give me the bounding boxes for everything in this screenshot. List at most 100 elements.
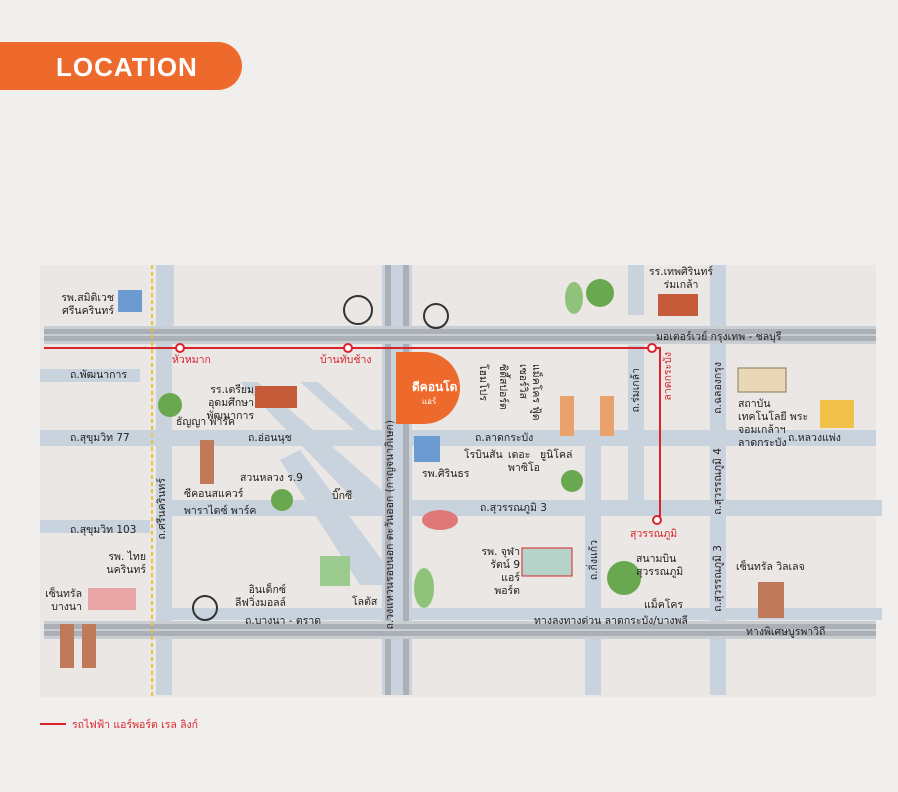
road-diagonal-3 [300, 382, 382, 446]
place-label: รพ. ไทยนครินทร์ [106, 551, 146, 576]
person-icon [600, 396, 614, 436]
road-bangna-frontage [162, 608, 882, 620]
legend-rail-label: รถไฟฟ้า แอร์พอร์ต เรล ลิงก์ [72, 719, 199, 731]
tree-icon [561, 470, 583, 492]
road-label: ถ.กิ่งแก้ว [588, 540, 600, 581]
road-label: ถ.สุขุมวิท 103 [70, 524, 137, 536]
place-label: สวนหลวง ร.9 [240, 472, 303, 484]
project-marker[interactable]: ดีคอนโด แอร์ [396, 352, 460, 424]
road-sukhumvit103 [40, 520, 150, 533]
station-ban-thap-chang-marker [343, 343, 353, 353]
person-icon [758, 582, 784, 618]
project-name: ดีคอนโด [412, 380, 458, 394]
place-label: ธัญญา พาร์ค [176, 416, 236, 428]
tree-icon [565, 282, 583, 314]
place-label: เซ็นทรัล วิลเลจ [736, 561, 805, 573]
tree-icon [414, 568, 434, 608]
road-diagonal-1 [240, 382, 382, 510]
place-label: รร.เทพศิรินทร์ ร่มเกล้า [648, 266, 714, 291]
road-label: ถ.หลวงแพ่ง [788, 432, 841, 444]
road-label: ถ.ลาดกระบัง [475, 432, 534, 444]
road-label: ทางลงทางด่วน ลาดกระบัง/บางพลี [534, 615, 688, 627]
road-label: ถ.ฉลองกรุง [712, 362, 724, 414]
place-label: พาราไดซ์ พาร์ค [184, 505, 257, 517]
school-icon [255, 386, 297, 408]
station-huamak-marker [175, 343, 185, 353]
place-label: รพ. จุฬารัตน์ 9 แอร์พอร์ต [481, 546, 520, 597]
hospital-icon [521, 547, 573, 577]
place-label: สถาบันเทคโนโลยี พระจอมเกล้าฯ ลาดกระบัง [738, 398, 809, 449]
shopping-icon [320, 556, 350, 586]
road-diagonal-2 [280, 450, 382, 585]
road-label: ทางพิเศษบูรพาวิถี [746, 626, 826, 638]
station-label: หัวหมาก [172, 354, 211, 366]
place-label: ยูนิโคล่ [540, 449, 573, 461]
person-icon [560, 396, 574, 436]
station-label: บ้านทับช้าง [320, 354, 372, 366]
place-label: รพ.สมิติเวช ศรีนครินทร์ [61, 292, 114, 317]
school-icon [658, 294, 698, 316]
place-label: แม็คโคร ฟู้ดเซอร์วิส [517, 364, 542, 421]
people-icons [60, 295, 854, 668]
road-chalongkrung [710, 265, 726, 695]
station-suvarnabhumi-marker [652, 515, 662, 525]
project-sub: แอร์ [422, 397, 437, 406]
person-icon [200, 440, 214, 484]
road-label: ถ.พัฒนาการ [70, 369, 128, 381]
bicycle-icon [343, 295, 373, 325]
road-label: ถ.อ่อนนุช [248, 432, 292, 444]
tree-icon [158, 393, 182, 417]
road-label: ถ.บางนา - ตราด [245, 615, 322, 627]
place-label: ซีคอนสแควร์ [184, 488, 244, 500]
road-label: ถ.สุขุมวิท 77 [70, 432, 130, 444]
hospital-icon [118, 290, 142, 312]
place-label: เดอะ พาซิโอ [508, 449, 540, 474]
bicycle-icon [192, 595, 218, 621]
person-icon [60, 624, 74, 668]
tree-icon [586, 279, 614, 307]
road-label: มอเตอร์เวย์ กรุงเทพ - ชลบุรี [656, 331, 782, 343]
location-banner: LOCATION [0, 42, 242, 90]
place-label: แม็คโคร [644, 599, 684, 611]
person-icon [82, 624, 96, 668]
road-label: ถ.สุวรรณภูมิ 3 [480, 502, 547, 514]
scooter-icon [422, 510, 458, 530]
bicycle-icon [423, 303, 449, 329]
person-icon [820, 400, 854, 428]
station-lat-krabang-marker [647, 343, 657, 353]
road-label: ถ.ร่มเกล้า [630, 368, 642, 413]
place-label: ซิตี้สปอร์ต [497, 364, 509, 410]
road-label: ถ.สุวรรณภูมิ 4 [712, 448, 724, 515]
hospital-icon [414, 436, 440, 462]
tree-icon [271, 489, 293, 511]
station-label: ลาดกระบัง [662, 352, 674, 401]
road-romklao [628, 345, 644, 500]
road-srinakarin-north [158, 265, 174, 325]
legend-rail-line [40, 723, 66, 725]
road-phatthanakan [40, 369, 140, 382]
station-label: สุวรรณภูมิ [630, 528, 678, 540]
place-label: โลตัส [352, 596, 378, 608]
place-label: อินเด็กซ์ ลีฟวิ่งมอลล์ [235, 584, 286, 609]
rail-stations [175, 343, 662, 525]
road-label: ถ.สุวรรณภูมิ 3 [712, 545, 724, 612]
place-label: สนามบิน สุวรรณภูมิ [636, 553, 684, 578]
place-label: เซ็นทรัล บางนา [45, 588, 82, 613]
place-label: โรบินสัน [464, 449, 503, 461]
tree-icon [607, 561, 641, 595]
place-label: บิ๊กซี [332, 490, 353, 502]
road-srinakarin [156, 265, 172, 695]
tree-icons [158, 279, 641, 608]
place-label: รพ.ศิรินธร [422, 468, 470, 480]
mall-icon [88, 588, 136, 610]
airport-rail-link [44, 347, 661, 520]
place-label: รร.เตรียมอุดมศึกษา พัฒนาการ [206, 384, 254, 422]
road-label: ถ.วงแหวนรอบนอก ตะวันออก (กาญจนาภิเษก) [384, 420, 396, 630]
road-sukhumvit77-latkrabang [40, 430, 876, 446]
place-label: โฮมโปร [477, 364, 489, 401]
building-icons [88, 290, 787, 610]
university-icon [737, 367, 787, 393]
road-label: ถ.ศรีนครินทร์ [156, 478, 168, 540]
page-title: LOCATION [56, 52, 198, 82]
